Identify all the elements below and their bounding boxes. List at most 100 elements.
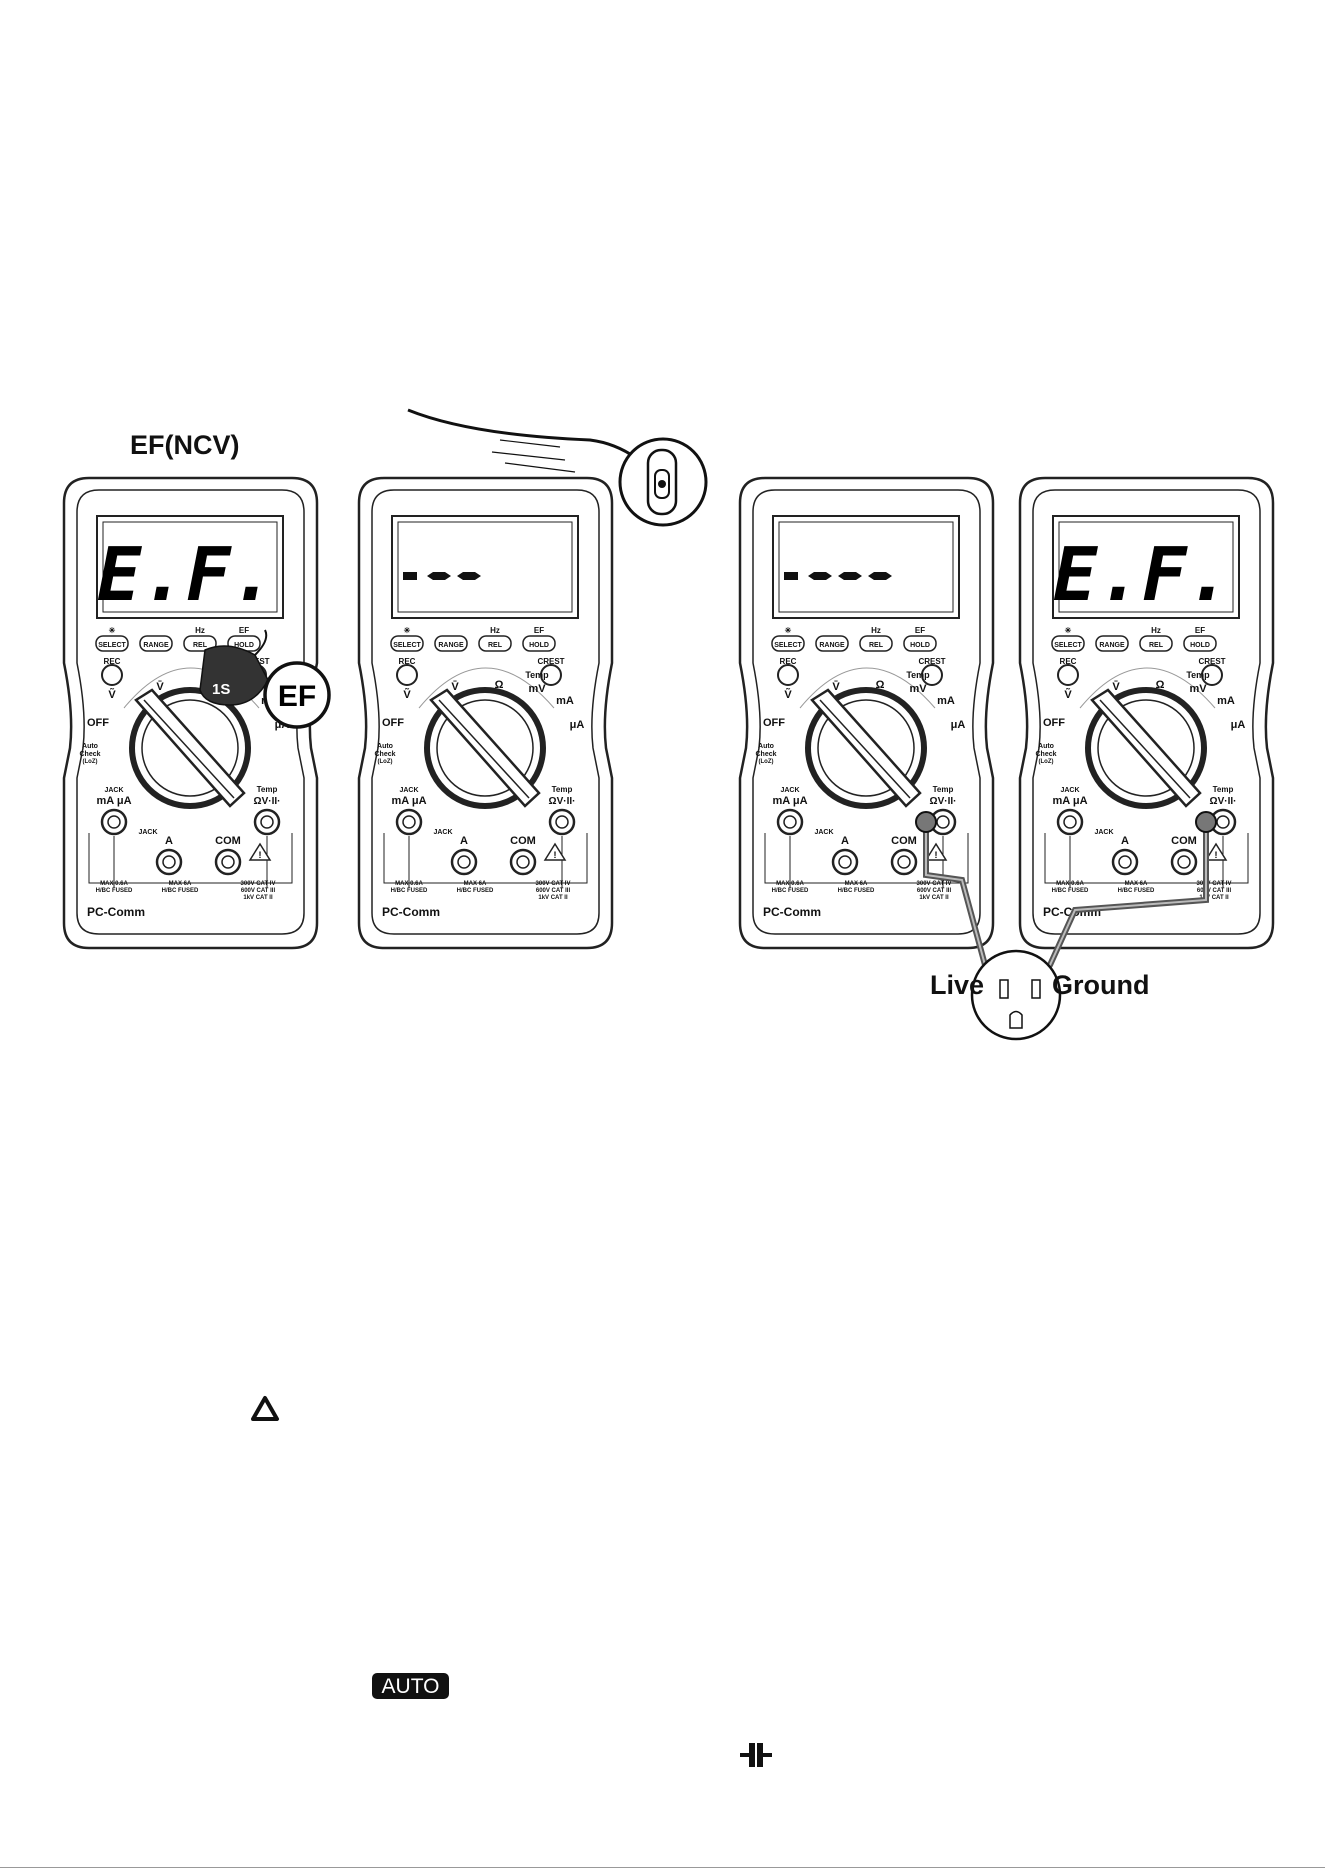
fuse-label-1b-2: H/BC FUSED [391,888,428,894]
fuse-label-2b-1: H/BC FUSED [162,888,199,894]
multimeter-2 [359,478,612,948]
cat-label-1-4: 300V CAT IV [1197,881,1232,887]
lcd-dashes-3 [784,572,892,580]
fuse-label-2-2: MAX 6A [464,881,487,887]
dial-label-ma-2: mA [556,695,574,707]
button-top-hold-2: EF [534,626,544,635]
live-label: Live [930,970,985,1000]
button-top-rel-2: Hz [490,626,500,635]
jack-label-mid-4: JACK [1094,829,1113,836]
outlet [970,949,1062,1041]
jack-label-a-1: A [165,835,173,847]
cat-label-1-2: 300V CAT IV [536,881,571,887]
dial-label-v-ac-1: Ṽ [108,688,116,701]
dial-label-mv-4: mV [1189,683,1207,695]
ground-label: Ground [1052,970,1150,1000]
ncv-wall-socket [407,408,708,527]
fuse-label-2b-4: H/BC FUSED [1118,888,1155,894]
button-label-rec-3: REC [780,657,797,666]
jack-label-a-4: A [1121,835,1129,847]
dial-label-auto-4: Auto [1038,743,1054,750]
cat-label-3-2: 1kV CAT II [538,895,568,901]
multimeter-3 [740,478,993,948]
dial-label-ohm-3: Ω [876,679,885,691]
button-label-crest-2: CREST [537,657,564,666]
dial-label-auto-3: Auto [758,743,774,750]
cat-label-3-3: 1kV CAT II [919,895,949,901]
lcd-reading-4: E.F. [1053,532,1231,618]
dial-label-check-3: Check [755,751,776,758]
multimeter-1: E.F. [64,478,317,948]
cat-label-3-1: 1kV CAT II [243,895,273,901]
button-top-select-1: ✳ [109,626,116,635]
dial-label-mv-2: mV [528,683,546,695]
lcd-dashes-2 [403,572,481,580]
button-label-range-4: RANGE [1099,642,1125,649]
button-label-range-1: RANGE [143,642,169,649]
dial-label-loz-2: (LoZ) [378,759,393,765]
button-top-hold-4: EF [1195,626,1205,635]
jack-label-a-3: A [841,835,849,847]
jack-label-ohm-v-4: ΩV·II· [1210,796,1237,807]
jack-label-ma-ua-4: mA μA [1052,795,1087,807]
dial-label-loz-1: (LoZ) [83,759,98,765]
press-duration-label: 1S [212,681,230,698]
button-top-select-2: ✳ [404,626,411,635]
dial-label-v-dc-1: V̄ [156,681,164,693]
jack-label-top-3: JACK [780,787,799,794]
button-top-rel-3: Hz [871,626,881,635]
jack-label-ma-ua-3: mA μA [772,795,807,807]
jack-label-com-2: COM [510,835,536,847]
jack-label-ohm-v-2: ΩV·II· [549,796,576,807]
cat-label-2-3: 600V CAT III [917,888,952,894]
dial-label-ua-4: μA [1231,719,1246,731]
dial-label-temp-4: Temp [1186,670,1210,680]
button-label-rel-2: REL [488,642,503,649]
dial-label-ua-3: μA [951,719,966,731]
jack-label-temp-1: Temp [257,785,278,794]
button-label-select-1: SELECT [98,642,126,649]
dial-label-temp-3: Temp [906,670,930,680]
jack-label-mid-2: JACK [433,829,452,836]
jack-label-mid-1: JACK [138,829,157,836]
jack-label-com-4: COM [1171,835,1197,847]
button-label-hold-4: HOLD [1190,642,1210,649]
brand-label-2: PC-Comm [382,905,440,919]
dial-label-check-2: Check [374,751,395,758]
fuse-label-2-1: MAX 6A [169,881,192,887]
dial-label-ohm-2: Ω [495,679,504,691]
multimeter-4: E.F. [1020,478,1273,948]
fuse-label-1-2: MAX 0.6A [395,881,423,887]
press-callout: 1S EF [199,629,331,729]
button-label-rel-1: REL [193,642,208,649]
dial-label-v-ac-2: Ṽ [403,688,411,701]
jack-label-temp-3: Temp [933,785,954,794]
button-top-rel-1: Hz [195,626,205,635]
button-label-hold-3: HOLD [910,642,930,649]
dial-label-auto-1: Auto [82,743,98,750]
button-label-select-3: SELECT [774,642,802,649]
dial-label-v-dc-3: V̄ [832,681,840,693]
dial-label-off-1: OFF [87,717,109,729]
button-top-hold-3: EF [915,626,925,635]
dial-label-ma-3: mA [937,695,955,707]
lcd-reading-1: E.F. [97,532,275,618]
jack-label-a-2: A [460,835,468,847]
dial-label-v-dc-4: V̄ [1112,681,1120,693]
fuse-label-1b-4: H/BC FUSED [1052,888,1089,894]
button-label-hold-1: HOLD [234,642,254,649]
fuse-label-1b-1: H/BC FUSED [96,888,133,894]
button-label-range-3: RANGE [819,642,845,649]
jack-label-com-3: COM [891,835,917,847]
page-bottom-rule [0,1867,1325,1868]
dial-label-v-dc-2: V̄ [451,681,459,693]
button-top-select-4: ✳ [1065,626,1072,635]
test-leads [915,811,1217,968]
auto-badge: AUTO [372,1673,449,1699]
jack-label-ohm-v-1: ΩV·II· [254,796,281,807]
dial-label-v-ac-3: Ṽ [784,688,792,701]
fuse-label-2b-2: H/BC FUSED [457,888,494,894]
button-label-rel-3: REL [869,642,884,649]
dial-label-v-ac-4: Ṽ [1064,688,1072,701]
